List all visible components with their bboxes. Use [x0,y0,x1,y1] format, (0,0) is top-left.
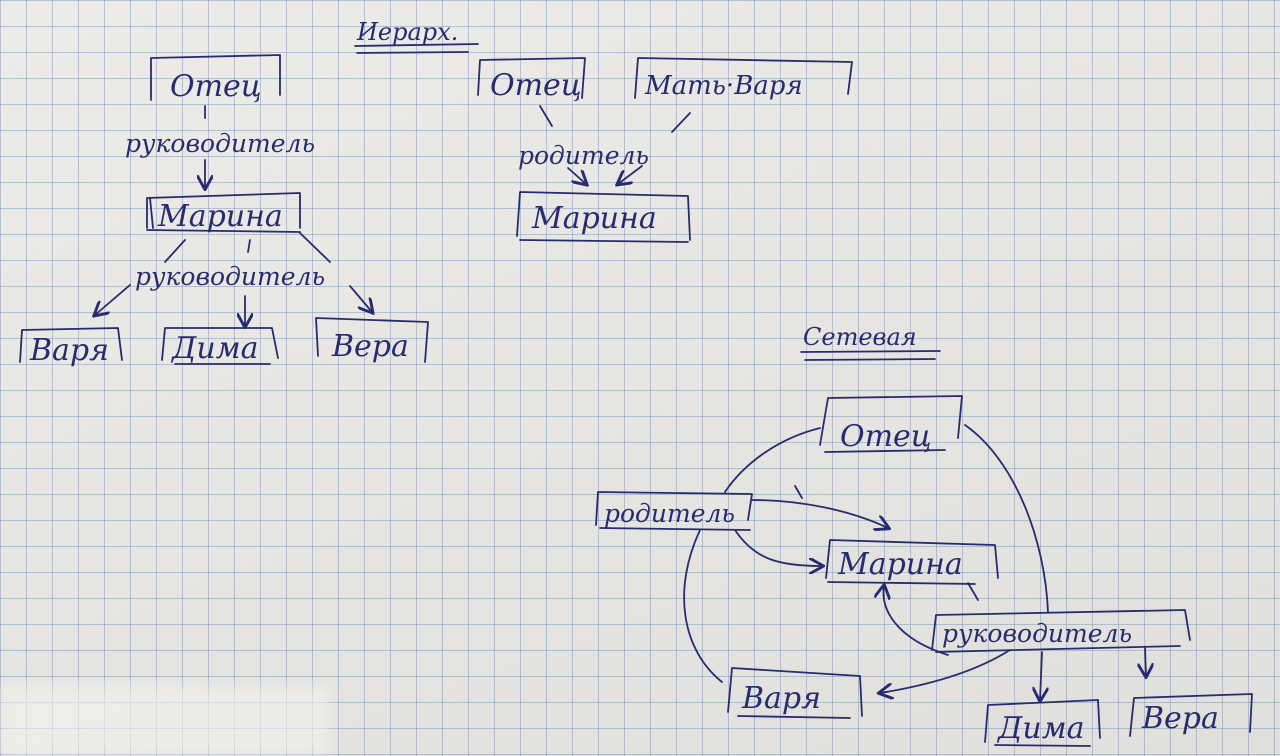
box-frame [727,667,863,719]
box-frame [150,54,281,101]
relation-manager-label: руководитель [942,619,1132,648]
relation-label: руководитель [135,262,325,291]
heading-network-underline-1 [800,350,941,353]
connector [164,239,186,263]
box-dima-label: Дима [170,331,258,366]
heading-network: Сетевая [800,323,941,361]
box-varya-label: Варя [29,333,109,368]
box-mother-label: Мать·Варя [644,71,803,101]
box-frame [634,57,853,99]
box-father: Отец [477,57,586,103]
diagram-network: Отец родитель Марина руководитель Варя Д… [595,395,1253,747]
arrow-manager-to-vera [1145,647,1146,676]
heading-hierarchical: Иерарх. [354,18,479,54]
arrow-manager-to-marina [884,586,949,656]
box-father-label: Отец [490,68,582,103]
box-vera: Вера [315,317,429,364]
box-frame [595,491,753,531]
box-parent-relation: родитель [595,491,753,531]
connector [247,239,251,253]
edge-varya-to-parent [683,529,723,683]
connector [299,232,331,263]
box-frame [477,57,586,99]
heading-network-text: Сетевая [803,323,917,351]
connector [539,105,553,127]
box-vera-label: Вера [331,329,409,364]
diagram-hierarchy-parents: Отец Мать·Варя родитель Марина [477,57,853,243]
arrow-to-varya [95,284,131,315]
box-marina: Марина [516,191,691,243]
paper-light-patch [0,686,330,756]
arrow-from-father [567,167,586,184]
box-dima: Дима [984,699,1101,747]
box-dima: Дима [161,327,279,366]
relation-parent-label: родитель [604,499,735,528]
heading-underline-1 [354,43,479,47]
box-varya: Варя [727,667,863,719]
connector [671,112,691,133]
box-frame [1129,693,1253,737]
connector [967,582,979,601]
tick-mark [794,485,803,499]
box-frame [516,191,691,243]
box-marina-label: Марина [157,199,283,234]
box-marina: Марина [825,539,999,585]
box-marina-label: Марина [837,547,963,582]
box-frame [819,395,963,453]
box-father-label: Отец [170,69,262,104]
heading-underline-2 [356,51,469,54]
box-frame [825,539,999,585]
arrow-parent-to-marina-2 [734,529,822,566]
box-marina: Марина [146,192,301,234]
box-varya: Варя [19,327,123,368]
box-frame [315,317,429,363]
box-mother: Мать·Варя [634,57,853,101]
arrow-parent-to-marina-1 [751,499,888,528]
box-vera: Вера [1129,693,1253,737]
box-father-label: Отец [840,419,932,454]
box-frame [146,192,301,233]
box-marina-label: Марина [531,201,657,236]
diagram-hierarchy-manager: Отец руководитель Марина руководитель Ва… [19,54,429,368]
arrow-manager-to-dima [1040,651,1042,700]
edge-father-to-parent [724,427,821,493]
box-dima-label: Дима [996,711,1084,746]
box-frame [161,327,279,365]
arrow-from-mother [618,165,643,184]
relation-label: руководитель [125,129,315,158]
box-vera-label: Вера [1141,701,1219,736]
box-father: Отец [150,54,281,104]
box-manager-relation: руководитель [931,609,1191,653]
box-varya-label: Варя [741,681,821,716]
arrow-to-vera [349,285,372,312]
heading-hierarchical-text: Иерарх. [356,18,458,46]
box-father: Отец [819,395,963,454]
relation-label: родитель [518,141,649,170]
heading-network-underline-2 [804,358,936,361]
arrow-manager-to-varya [880,649,1011,693]
edge-father-to-manager [964,424,1049,613]
box-frame [931,609,1191,653]
box-frame [19,327,123,363]
